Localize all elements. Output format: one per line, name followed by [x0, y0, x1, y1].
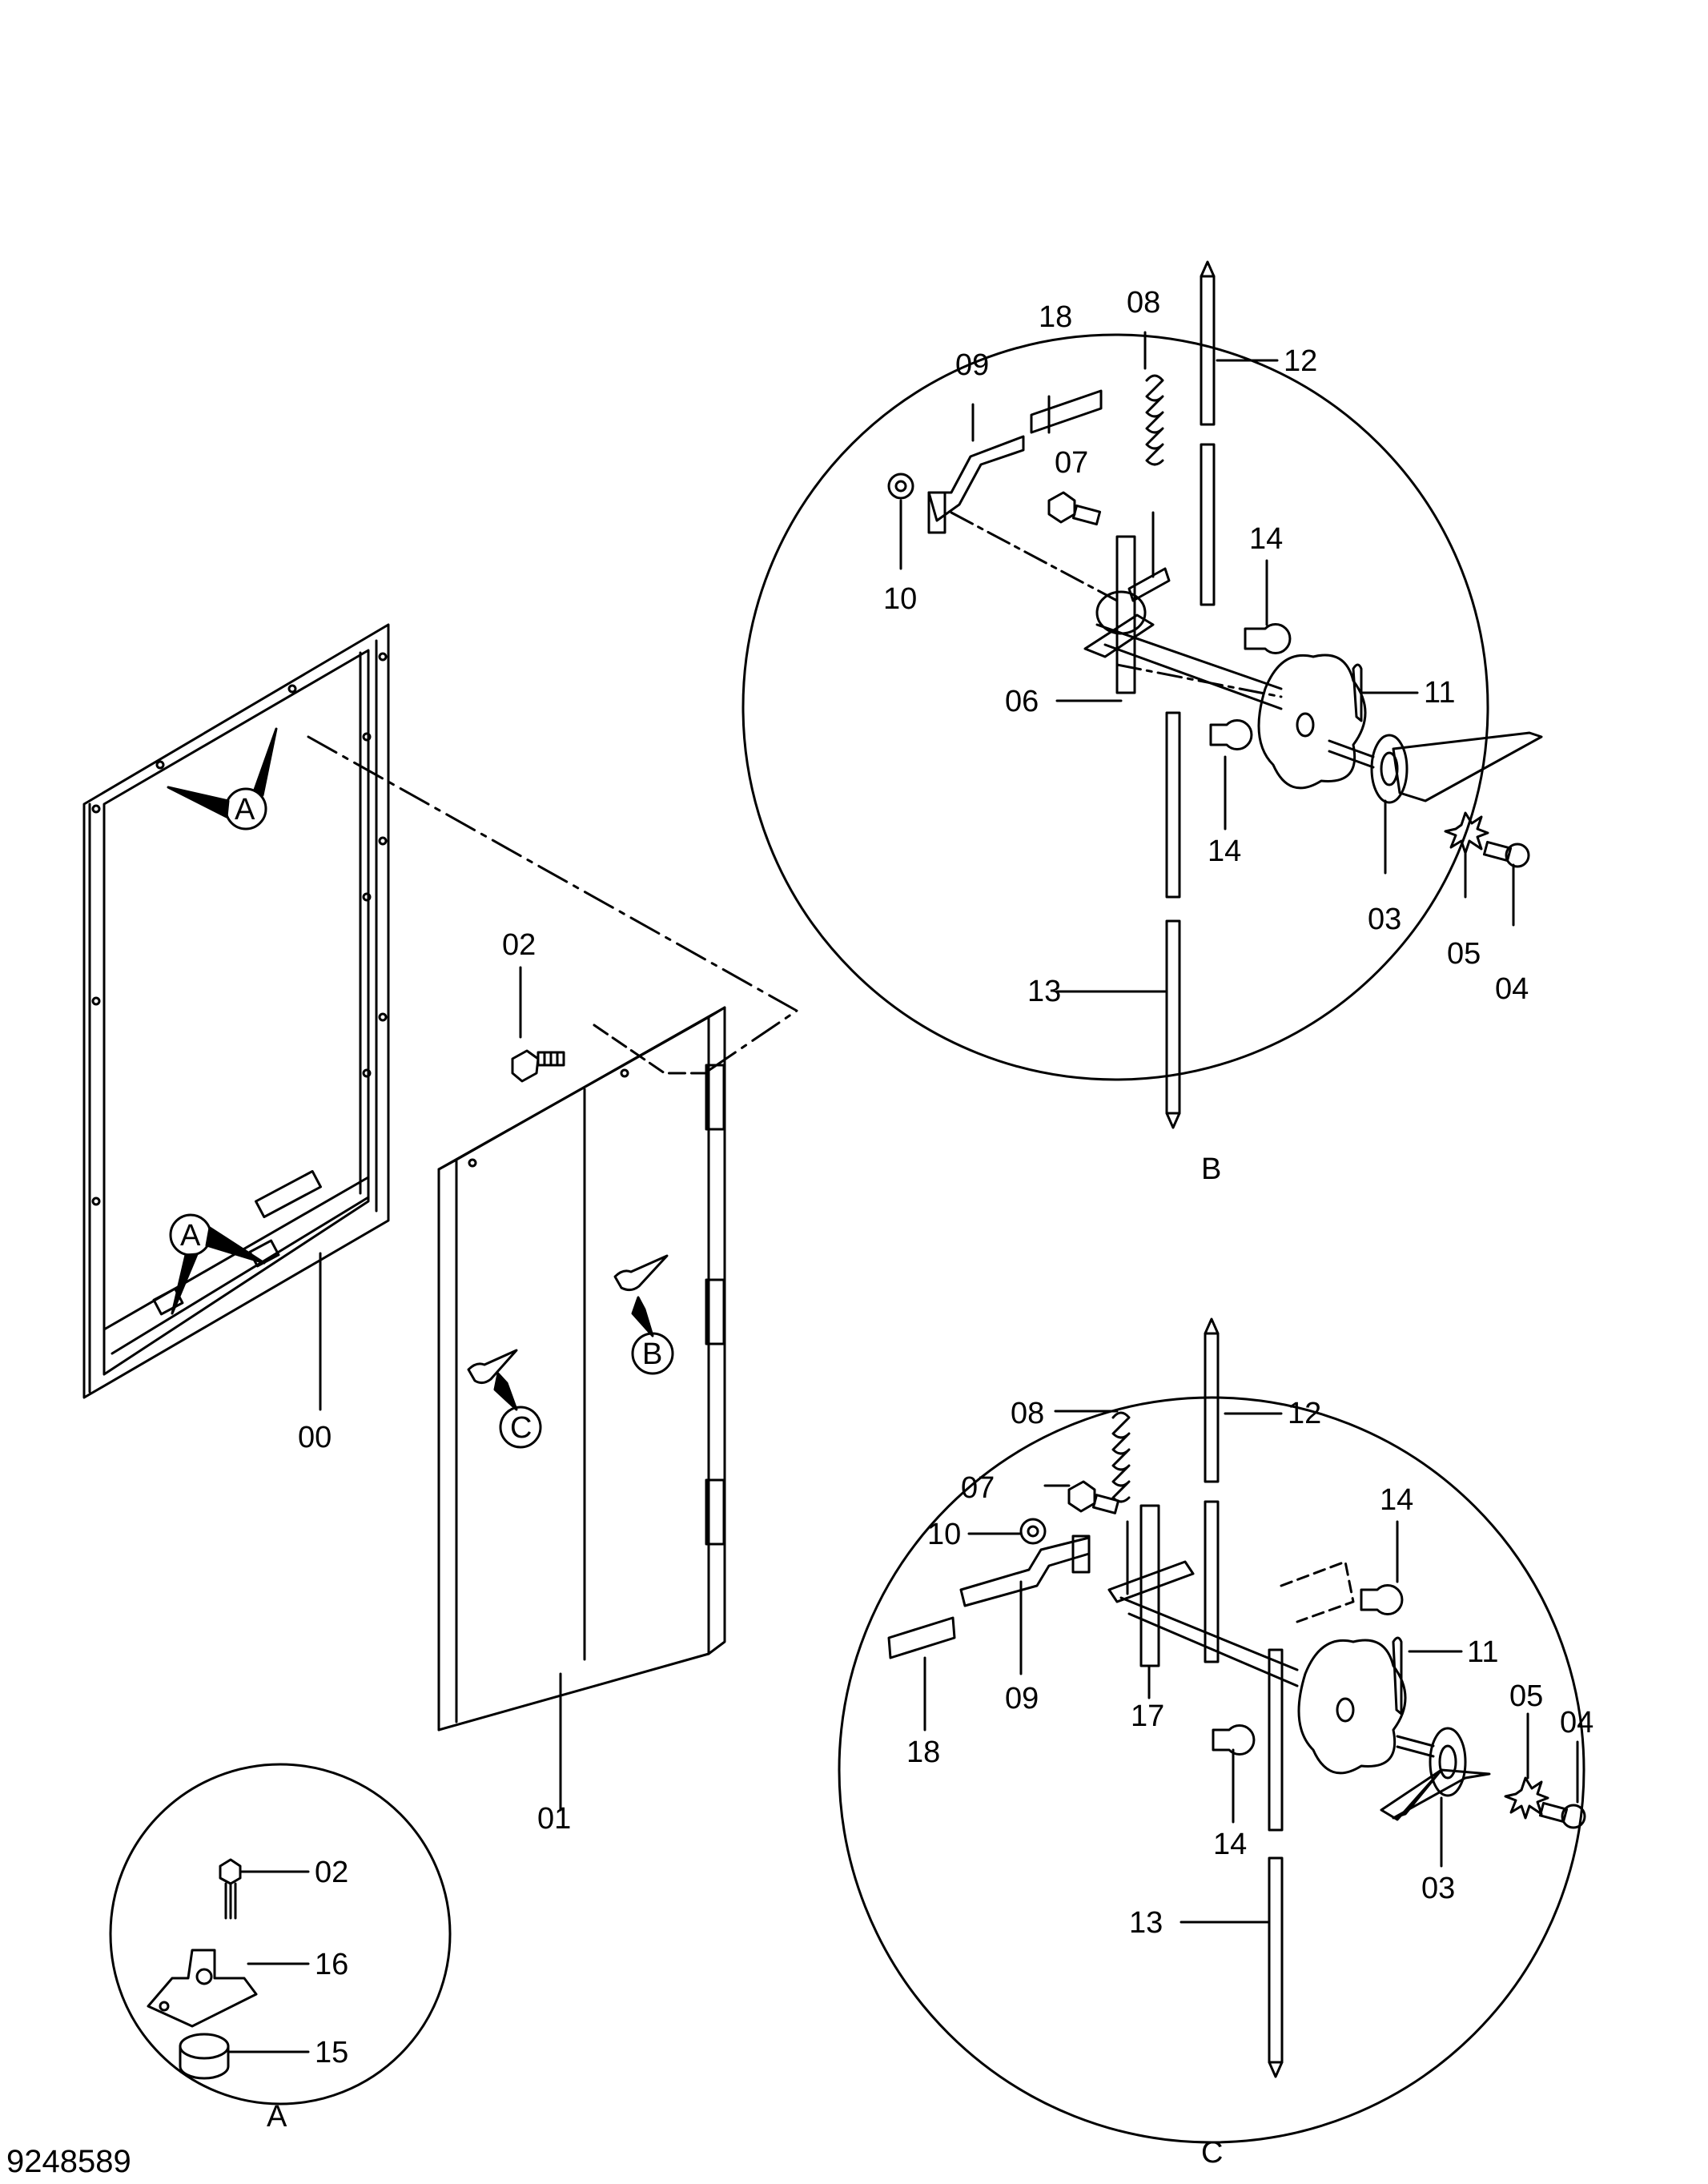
- label-07-b: 07: [1055, 446, 1088, 480]
- door-frame: [82, 623, 390, 1399]
- label-01: 01: [537, 1802, 571, 1836]
- label-03-c: 03: [1421, 1872, 1455, 1905]
- label-13-b: 13: [1027, 975, 1061, 1008]
- detail-b-title: B: [1201, 1152, 1221, 1186]
- label-00: 00: [298, 1421, 332, 1454]
- callout-b-label: B: [642, 1337, 662, 1371]
- detail-a-circle: [109, 1763, 452, 2106]
- label-14-b-upper: 14: [1249, 522, 1283, 556]
- label-12-b: 12: [1284, 344, 1317, 378]
- label-13-c: 13: [1129, 1906, 1163, 1940]
- label-10-b: 10: [883, 582, 917, 616]
- detail-c-circle: [838, 1396, 1585, 2144]
- label-04-b: 04: [1495, 972, 1529, 1006]
- drawing-number: 9248589: [6, 2144, 131, 2179]
- label-11-c: 11: [1467, 1635, 1498, 1669]
- label-07-c: 07: [961, 1471, 995, 1505]
- detail-c-title: C: [1201, 2136, 1223, 2170]
- label-02-main: 02: [502, 928, 536, 962]
- callout-a-lower-label: A: [180, 1219, 201, 1253]
- label-14-c-upper: 14: [1380, 1483, 1413, 1517]
- callout-b: [631, 1296, 674, 1375]
- label-18-c: 18: [906, 1736, 940, 1769]
- label-04-c: 04: [1560, 1706, 1593, 1740]
- hinge-bottom: [705, 1478, 725, 1546]
- handle-c: [467, 1349, 518, 1385]
- label-14-b-lower: 14: [1208, 835, 1241, 868]
- chain-line-1: [307, 735, 798, 1075]
- callout-c: [493, 1372, 542, 1449]
- handle-b: [613, 1254, 669, 1292]
- hinge-middle: [705, 1278, 725, 1345]
- label-05-c: 05: [1509, 1679, 1543, 1713]
- label-10-c: 10: [927, 1518, 961, 1551]
- label-06-b: 06: [1005, 685, 1039, 718]
- callout-a-upper: [167, 727, 278, 831]
- frame-holes: [91, 652, 388, 1206]
- part-labels: 00 01 02 A A B C 02 16 15 A 08 12 18 09 …: [6, 286, 1593, 2179]
- label-03-b: 03: [1368, 903, 1401, 936]
- label-11-b: 11: [1424, 676, 1455, 710]
- label-09-c: 09: [1005, 1682, 1039, 1715]
- callout-c-label: C: [510, 1411, 532, 1445]
- label-02-detail-a: 02: [315, 1856, 348, 1889]
- label-16: 16: [315, 1948, 348, 1981]
- detail-b-parts: [887, 260, 1543, 1129]
- callout-a-lower: [169, 1213, 266, 1315]
- label-05-b: 05: [1447, 937, 1481, 971]
- label-17-c: 17: [1131, 1699, 1164, 1733]
- door-leaf: [437, 1006, 726, 1732]
- detail-c-parts: [887, 1317, 1586, 2078]
- label-08-b: 08: [1127, 286, 1160, 320]
- label-14-c-lower: 14: [1213, 1828, 1247, 1861]
- callout-a-upper-label: A: [235, 793, 255, 827]
- bolt-02: [511, 1049, 565, 1083]
- detail-a-parts: [147, 1858, 310, 2080]
- detail-b-circle: [741, 333, 1489, 1081]
- label-08-c: 08: [1011, 1397, 1044, 1430]
- label-15: 15: [315, 2036, 348, 2069]
- chain-line-2: [593, 1024, 706, 1075]
- label-12-c: 12: [1288, 1397, 1321, 1430]
- label-18-b: 18: [1039, 300, 1072, 334]
- label-09-b: 09: [955, 348, 989, 382]
- detail-a-title: A: [267, 2100, 287, 2134]
